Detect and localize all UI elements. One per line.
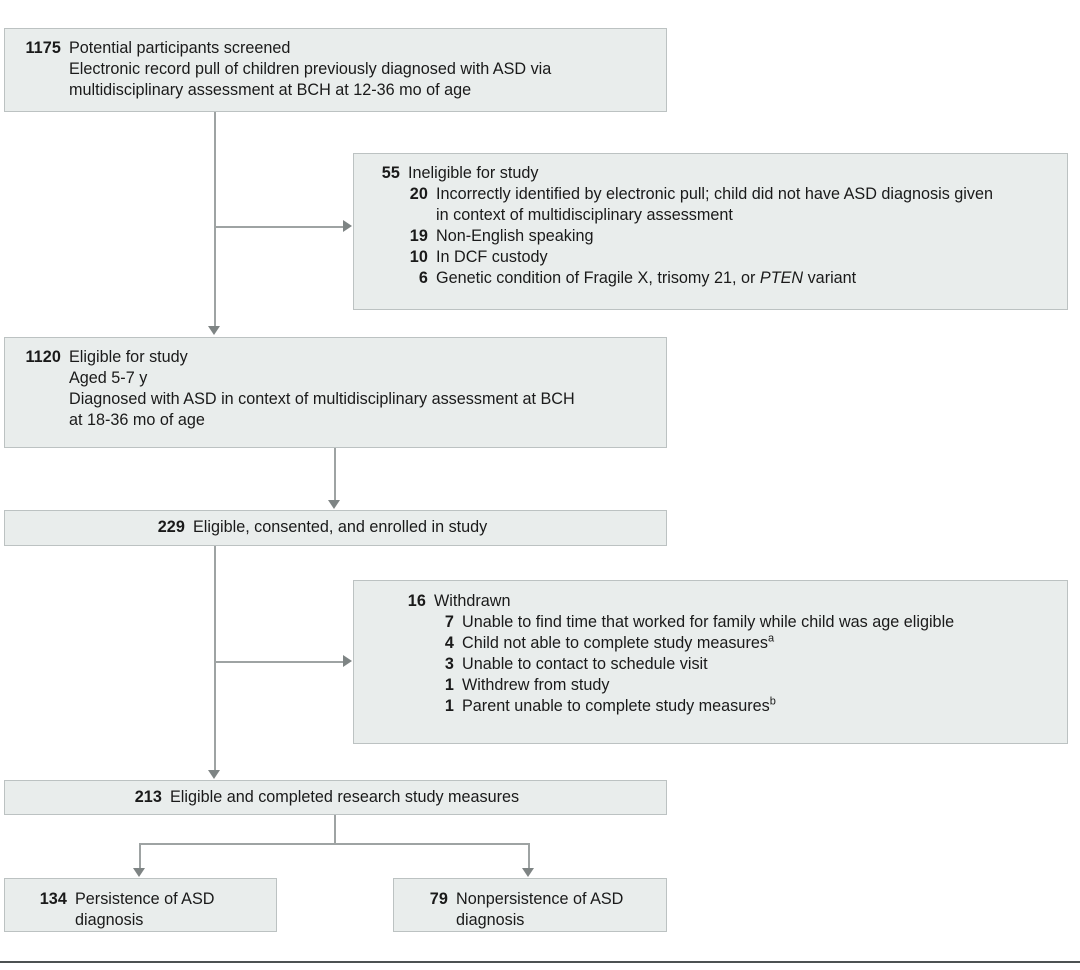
node-persistence: 134 Persistence of ASD diagnosis <box>4 878 277 932</box>
eligible-detail-2: Diagnosed with ASD in context of multidi… <box>69 390 575 409</box>
persistence-count: 134 <box>39 890 67 908</box>
enrolled-headline: 229 Eligible, consented, and enrolled in… <box>151 517 656 538</box>
screened-detail-1: Electronic record pull of children previ… <box>69 60 552 79</box>
list-item: 3 Unable to contact to schedule visit <box>444 655 708 674</box>
gene-name: PTEN <box>759 269 804 288</box>
list-item: 1 Parent unable to complete study measur… <box>444 695 776 716</box>
list-item: 6 Genetic condition of Fragile X, trisom… <box>418 269 857 288</box>
node-completed: 213 Eligible and completed research stud… <box>4 780 667 815</box>
completed-headline: 213 Eligible and completed research stud… <box>128 787 656 808</box>
screened-label: Potential participants screened <box>69 39 291 57</box>
nonpersistence-label-2-row: diagnosis <box>414 910 658 931</box>
genetic-text-pre: Genetic condition of Fragile X, trisomy … <box>436 269 760 288</box>
bottom-divider <box>0 961 1080 964</box>
connector-screened-to-eligible <box>214 112 216 326</box>
screened-headline: 1175 Potential participants screened <box>19 38 656 59</box>
arrowhead-to-enrolled <box>328 500 340 509</box>
list-item: 1 Withdrew from study <box>444 676 610 695</box>
screened-count: 1175 <box>25 39 61 57</box>
persistence-headline: 134 Persistence of ASD <box>33 889 268 910</box>
connector-completed-stem <box>334 815 336 844</box>
enrolled-count: 229 <box>157 518 185 536</box>
connector-fork-left <box>139 843 141 869</box>
eligible-detail-1: Aged 5-7 y <box>69 369 148 388</box>
connector-to-withdrawn <box>214 661 344 663</box>
connector-fork-right <box>528 843 530 869</box>
arrowhead-to-ineligible <box>343 220 352 232</box>
list-item: 7 Unable to find time that worked for fa… <box>444 613 955 632</box>
node-withdrawn: 16 Withdrawn 7 Unable to find time that … <box>353 580 1068 744</box>
node-ineligible: 55 Ineligible for study 20 Incorrectly i… <box>353 153 1068 310</box>
connector-eligible-to-enrolled <box>334 448 336 501</box>
connector-to-ineligible <box>214 226 344 228</box>
persistence-label-1: Persistence of ASD <box>75 890 215 908</box>
connector-enrolled-to-completed <box>214 546 216 771</box>
node-screened: 1175 Potential participants screened Ele… <box>4 28 667 112</box>
withdrawn-label: Withdrawn <box>434 592 511 610</box>
ineligible-count: 55 <box>381 164 400 182</box>
node-enrolled: 229 Eligible, consented, and enrolled in… <box>4 510 667 546</box>
eligible-headline: 1120 Eligible for study <box>19 347 656 368</box>
list-item-continuation: in context of multidisciplinary assessme… <box>436 206 733 225</box>
completed-label: Eligible and completed research study me… <box>170 788 520 806</box>
nonpersistence-label-2: diagnosis <box>456 911 525 930</box>
list-item: 4 Child not able to complete study measu… <box>444 632 775 653</box>
eligible-detail-3: at 18-36 mo of age <box>69 411 205 430</box>
eligible-count: 1120 <box>25 348 61 366</box>
enrolled-label: Eligible, consented, and enrolled in stu… <box>193 518 488 536</box>
node-eligible: 1120 Eligible for study Aged 5-7 y Diagn… <box>4 337 667 448</box>
withdrawn-headline: 16 Withdrawn <box>402 591 1057 612</box>
arrowhead-to-persistence <box>133 868 145 877</box>
footnote-marker: a <box>767 632 775 645</box>
withdrawn-reason-list: 7 Unable to find time that worked for fa… <box>430 612 1057 717</box>
arrowhead-to-withdrawn <box>343 655 352 667</box>
nonpersistence-headline: 79 Nonpersistence of ASD <box>414 889 658 910</box>
persistence-label-2-row: diagnosis <box>33 910 268 931</box>
arrowhead-to-completed <box>208 770 220 779</box>
list-item: 19 Non-English speaking <box>409 227 594 246</box>
completed-count: 213 <box>134 788 162 806</box>
footnote-marker: b <box>769 695 776 708</box>
arrowhead-to-eligible <box>208 326 220 335</box>
eligible-label: Eligible for study <box>69 348 188 366</box>
ineligible-headline: 55 Ineligible for study <box>366 163 1057 184</box>
node-nonpersistence: 79 Nonpersistence of ASD diagnosis <box>393 878 667 932</box>
nonpersistence-label-1: Nonpersistence of ASD <box>456 890 624 908</box>
withdrawn-count: 16 <box>407 592 426 610</box>
persistence-label-2: diagnosis <box>75 911 144 930</box>
connector-fork-horizontal <box>139 843 529 845</box>
list-item: 10 In DCF custody <box>409 248 548 267</box>
screened-detail-2: multidisciplinary assessment at BCH at 1… <box>69 81 472 100</box>
ineligible-label: Ineligible for study <box>408 164 539 182</box>
list-item: 20 Incorrectly identified by electronic … <box>409 185 993 204</box>
ineligible-reason-list: 20 Incorrectly identified by electronic … <box>394 184 1057 289</box>
arrowhead-to-nonpersistence <box>522 868 534 877</box>
nonpersistence-count: 79 <box>429 890 448 908</box>
genetic-text-post: variant <box>803 269 857 288</box>
